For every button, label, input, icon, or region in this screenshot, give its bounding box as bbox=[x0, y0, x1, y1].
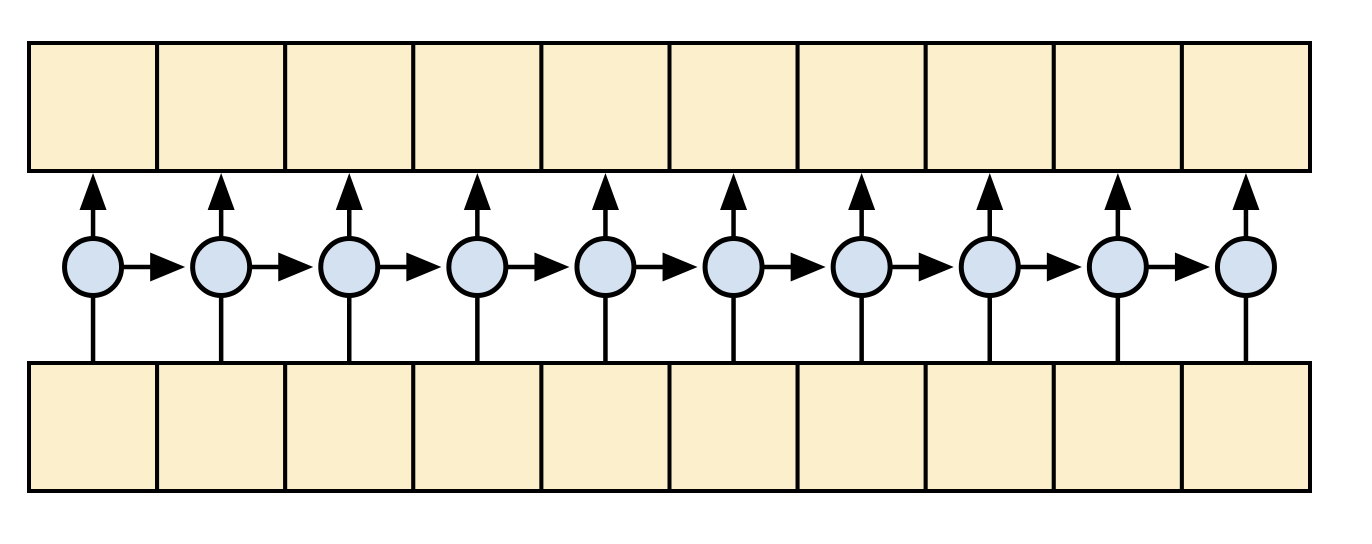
recurrent-arrowhead bbox=[150, 252, 186, 282]
bottom-cell bbox=[411, 361, 544, 493]
output-arrowhead bbox=[976, 173, 1004, 210]
top-cell bbox=[1051, 41, 1184, 173]
bottom-cell bbox=[539, 361, 672, 493]
hidden-node bbox=[958, 236, 1021, 298]
hidden-node bbox=[318, 236, 381, 298]
recurrent-arrowhead bbox=[1046, 252, 1082, 282]
hidden-node bbox=[446, 236, 509, 298]
recurrent-arrowhead bbox=[918, 252, 954, 282]
recurrent-arrowhead bbox=[662, 252, 698, 282]
top-cell bbox=[667, 41, 800, 173]
top-cell bbox=[27, 41, 160, 173]
bottom-cell bbox=[923, 361, 1056, 493]
recurrent-arrowhead bbox=[406, 252, 442, 282]
hidden-node bbox=[190, 236, 253, 298]
hidden-node bbox=[1086, 236, 1149, 298]
recurrent-arrowhead bbox=[278, 252, 314, 282]
top-cell bbox=[1179, 41, 1313, 173]
hidden-node bbox=[830, 236, 893, 298]
top-cell bbox=[411, 41, 544, 173]
output-arrowhead bbox=[335, 173, 363, 210]
hidden-node bbox=[1214, 236, 1277, 298]
top-cell bbox=[283, 41, 416, 173]
bottom-cell bbox=[1051, 361, 1184, 493]
recurrent-arrowhead bbox=[1174, 252, 1210, 282]
output-arrowhead bbox=[591, 173, 619, 210]
top-cell bbox=[795, 41, 928, 173]
hidden-node bbox=[574, 236, 637, 298]
hidden-node bbox=[702, 236, 765, 298]
bottom-cell bbox=[667, 361, 800, 493]
recurrent-arrowhead bbox=[534, 252, 570, 282]
output-arrowhead bbox=[1232, 173, 1260, 210]
bottom-cell bbox=[795, 361, 928, 493]
output-arrowhead bbox=[79, 173, 107, 210]
output-arrowhead bbox=[463, 173, 491, 210]
output-arrowhead bbox=[720, 173, 748, 210]
recurrent-arrowhead bbox=[790, 252, 826, 282]
bottom-cell bbox=[1179, 361, 1313, 493]
top-cell bbox=[539, 41, 672, 173]
output-arrowhead bbox=[207, 173, 235, 210]
bottom-cell bbox=[155, 361, 288, 493]
hidden-node bbox=[62, 236, 125, 298]
output-arrowhead bbox=[1104, 173, 1132, 210]
top-cell bbox=[155, 41, 288, 173]
bottom-cell bbox=[27, 361, 160, 493]
output-arrowhead bbox=[848, 173, 876, 210]
top-cell bbox=[923, 41, 1056, 173]
bottom-cell bbox=[283, 361, 416, 493]
